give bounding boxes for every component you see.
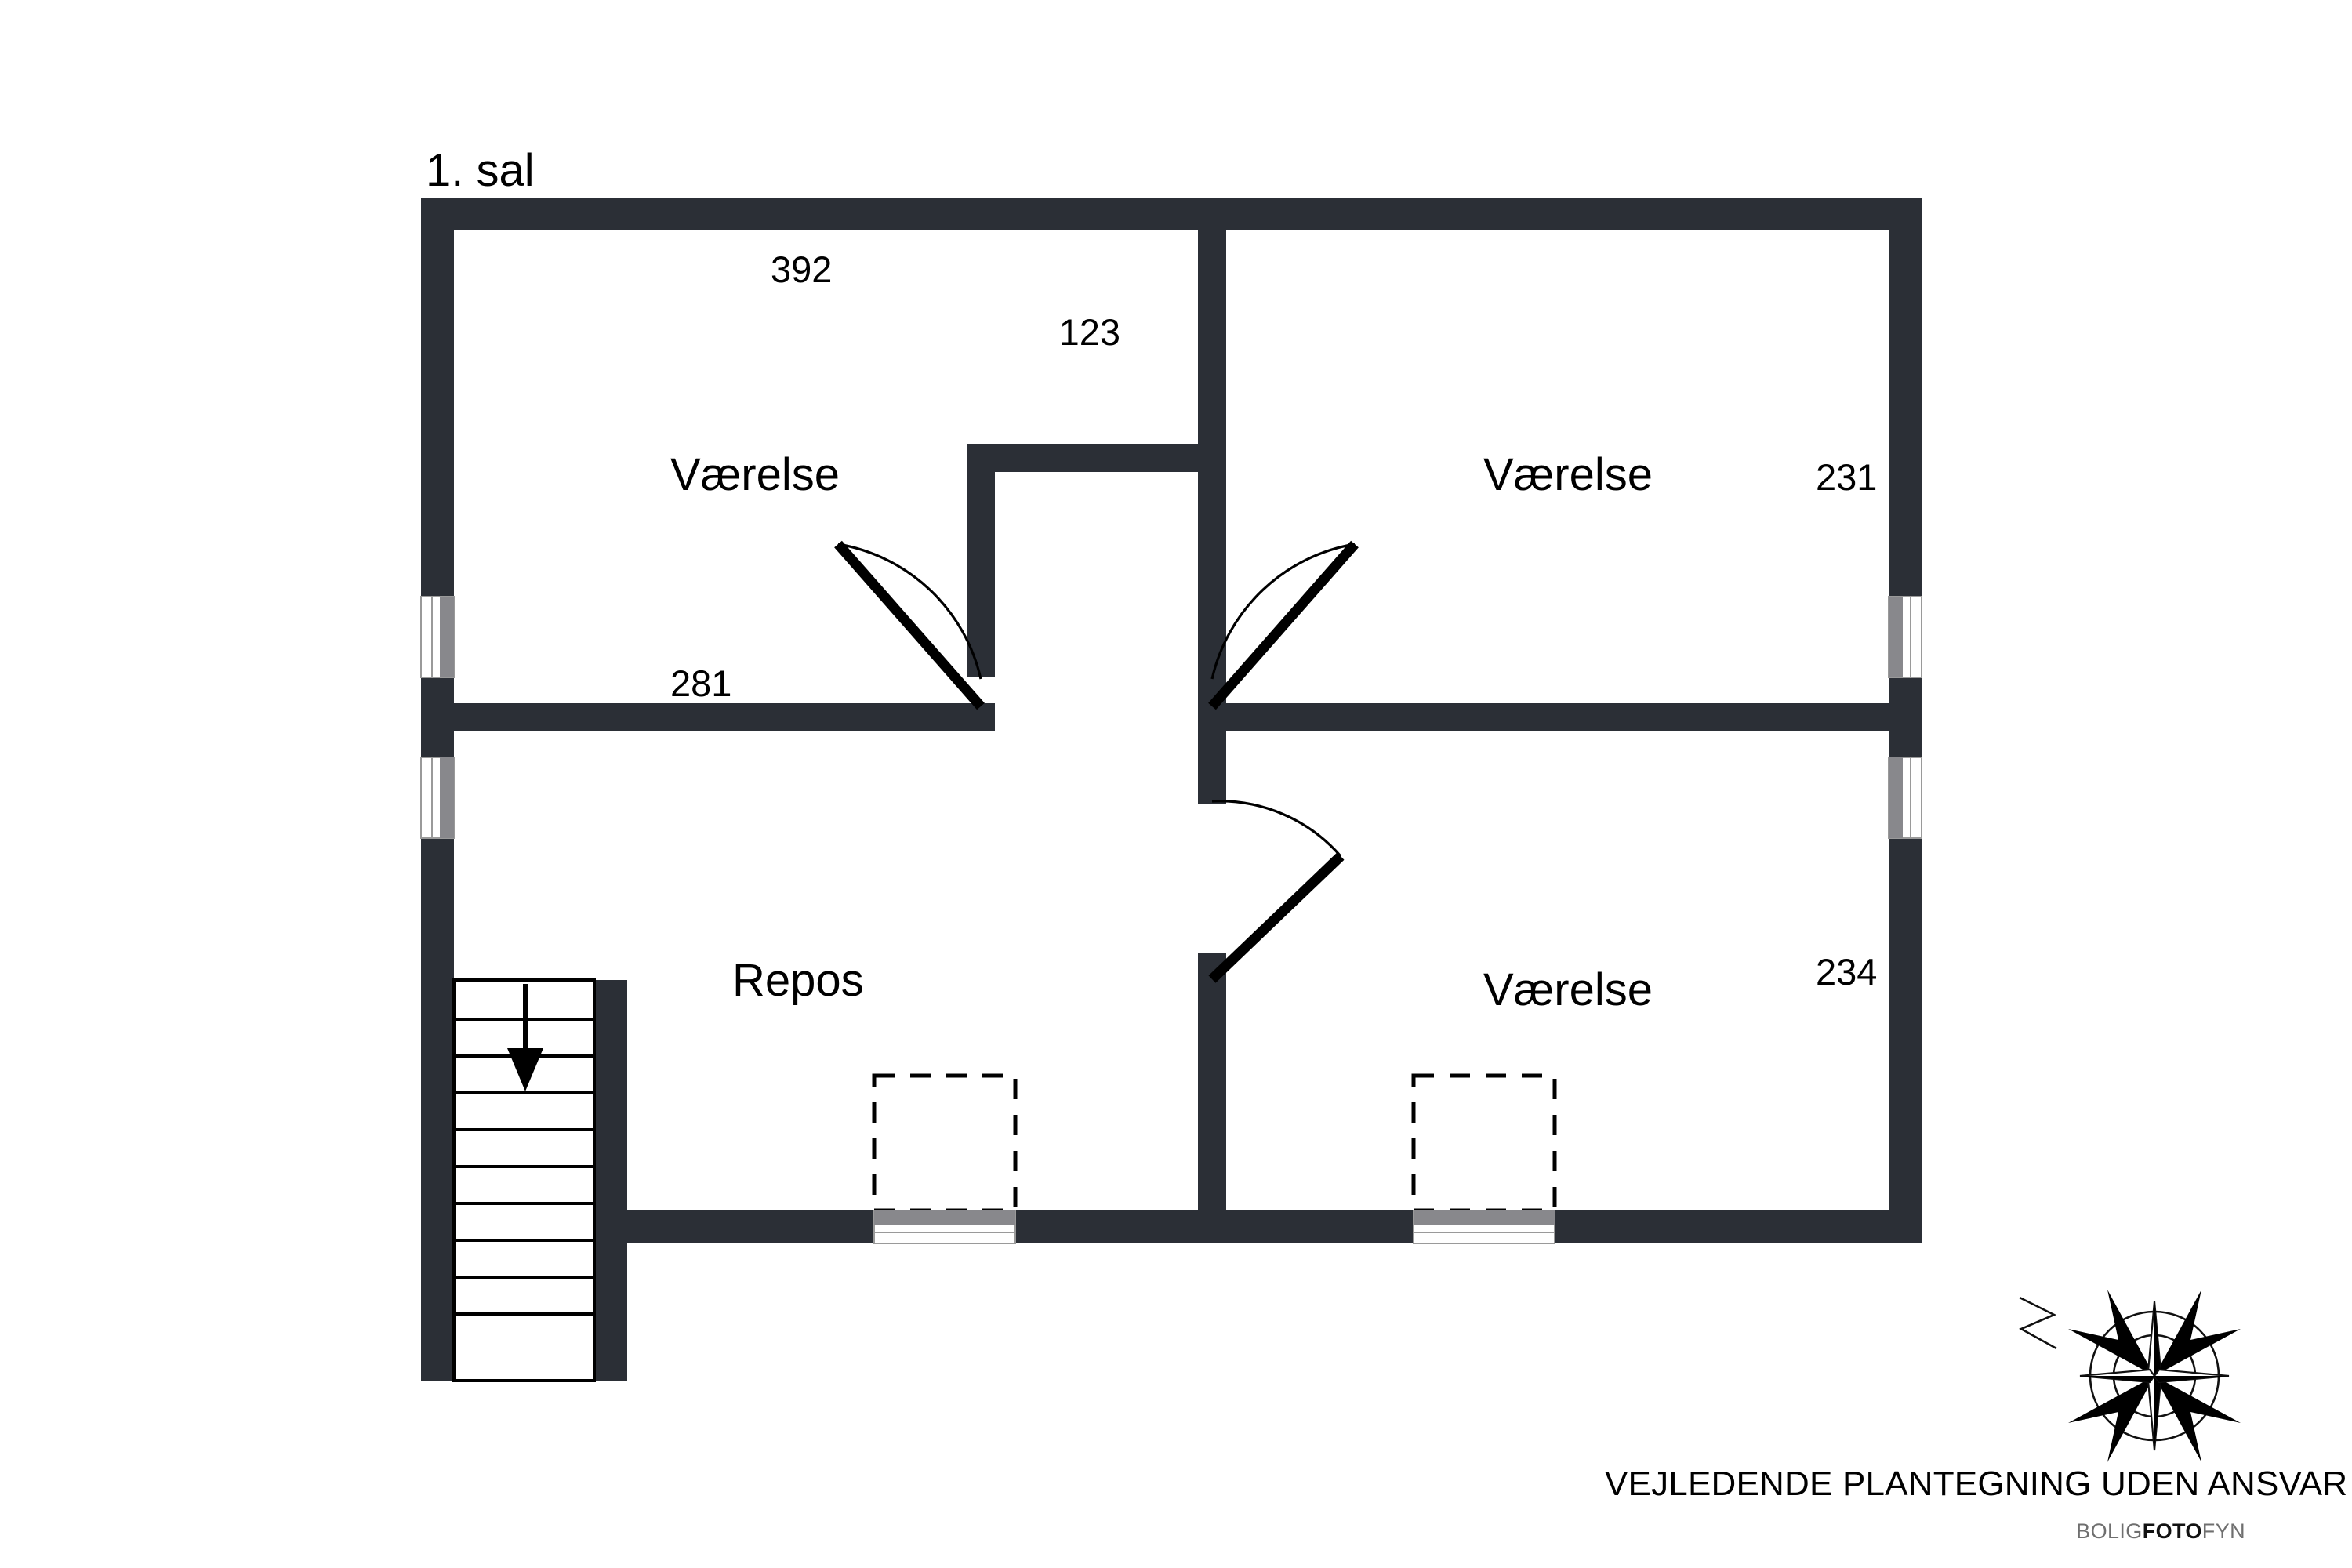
brand-logo: BOLIGFOTOFYN xyxy=(2076,1519,2245,1543)
wall-partition-right-horizontal xyxy=(1226,703,1889,731)
dimension-upper-right: 231 xyxy=(1816,456,1877,498)
wall-hall-top xyxy=(967,444,1204,472)
outer-walls xyxy=(421,198,1922,1381)
window-right-upper xyxy=(1888,596,1922,678)
dimension-upper-left: 392 xyxy=(771,249,832,290)
wall-exterior-top xyxy=(421,198,1922,230)
brand-prefix: BOLIG xyxy=(2076,1519,2143,1543)
room-labels: Værelse Værelse Repos Værelse xyxy=(670,449,1653,1015)
window-left-upper xyxy=(420,596,455,678)
stair-direction-arrow-icon xyxy=(507,984,543,1091)
window-bottom-right xyxy=(1411,1073,1557,1244)
wall-partition-left-horizontal xyxy=(454,703,995,731)
dimension-lower-right: 234 xyxy=(1816,951,1877,993)
dormer-outline-left xyxy=(872,1073,1018,1213)
staircase xyxy=(452,978,596,1382)
windows xyxy=(420,596,1922,1244)
door-upper-right-room xyxy=(1208,540,1359,710)
dimension-mid-left: 281 xyxy=(670,662,731,704)
dimension-hall-top: 123 xyxy=(1059,311,1120,353)
brand-suffix: FYN xyxy=(2202,1519,2245,1543)
room-label-lower-right: Værelse xyxy=(1483,964,1653,1015)
room-label-upper-left: Værelse xyxy=(670,449,840,500)
wall-divider-mid-vertical xyxy=(1198,703,1226,804)
footer: VEJLEDENDE PLANTEGNING UDEN ANSVAR BOLIG… xyxy=(1605,1465,2347,1543)
dormer-outline-right xyxy=(1411,1073,1557,1213)
dimension-labels: 392 123 231 281 234 xyxy=(670,249,1877,993)
window-bottom-left xyxy=(872,1073,1018,1244)
door-lower-right-room xyxy=(1208,800,1345,983)
page-title: 1. sal xyxy=(426,145,535,196)
wall-exterior-bottom xyxy=(627,1210,1922,1243)
room-label-lower-left: Repos xyxy=(732,955,864,1006)
compass-rose-icon xyxy=(2019,1290,2241,1462)
wall-exterior-right xyxy=(1889,198,1922,1243)
doors xyxy=(834,540,1359,983)
door-upper-left-room xyxy=(834,540,985,710)
wall-divider-lower-vertical xyxy=(1198,953,1226,1210)
wall-hall-left-vertical xyxy=(967,444,995,677)
room-label-upper-right: Værelse xyxy=(1483,449,1653,500)
interior-walls xyxy=(454,230,1889,1210)
window-right-lower xyxy=(1888,757,1922,839)
disclaimer-text: VEJLEDENDE PLANTEGNING UDEN ANSVAR xyxy=(1605,1465,2347,1503)
wall-stair-shaft-right xyxy=(594,980,627,1381)
window-left-lower xyxy=(420,757,455,839)
compass-north-marker-icon xyxy=(2019,1296,2057,1350)
brand-mid: FOTO xyxy=(2143,1519,2202,1543)
